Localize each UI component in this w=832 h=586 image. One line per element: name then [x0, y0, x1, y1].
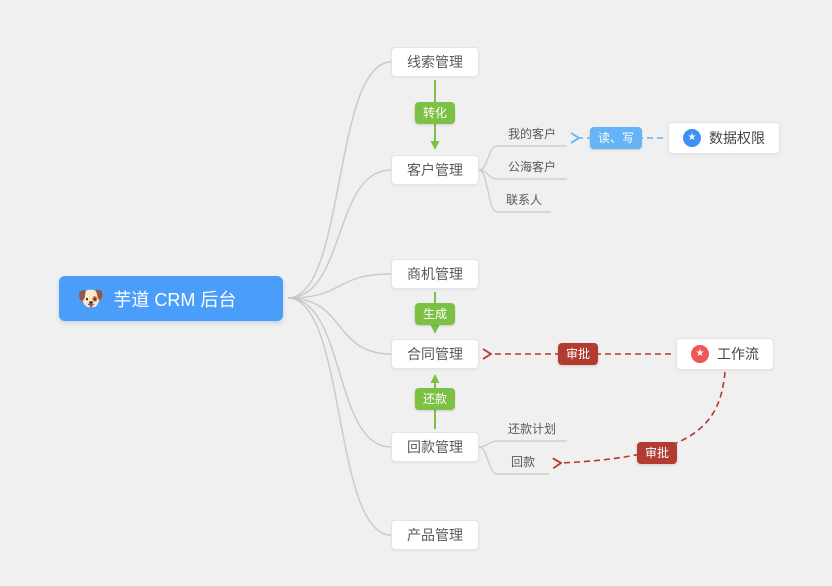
node-workflow[interactable]: ★ 工作流 — [676, 338, 774, 370]
edge-label-approve-receivable: 审批 — [636, 442, 678, 464]
leaf-repayment-plan[interactable]: 还款计划 — [507, 422, 556, 436]
dog-logo-icon: 🐶 — [77, 285, 105, 311]
node-contract[interactable]: 合同管理 — [391, 339, 479, 369]
edge-label-convert: 转化 — [414, 102, 456, 124]
customer-children-lines — [478, 145, 567, 213]
edge-label-approve-contract: 审批 — [557, 343, 599, 365]
receivable-children-lines — [478, 440, 567, 475]
root-node-crm-backend[interactable]: 🐶 芋道 CRM 后台 — [59, 276, 283, 321]
edge-label-generate: 生成 — [414, 303, 456, 325]
star-icon: ★ — [691, 345, 709, 363]
data-permission-label: 数据权限 — [709, 130, 765, 146]
node-customer[interactable]: 客户管理 — [391, 155, 479, 185]
star-icon: ★ — [683, 129, 701, 147]
node-leads[interactable]: 线索管理 — [391, 47, 479, 77]
workflow-label: 工作流 — [717, 346, 759, 362]
edge-label-repay: 还款 — [414, 388, 456, 410]
node-data-permission[interactable]: ★ 数据权限 — [668, 122, 780, 154]
leaf-public-customers[interactable]: 公海客户 — [507, 160, 556, 174]
node-product[interactable]: 产品管理 — [391, 520, 479, 550]
leaf-payment[interactable]: 回款 — [510, 455, 535, 469]
node-receivable[interactable]: 回款管理 — [391, 432, 479, 462]
approve-receivable-arrow — [560, 371, 726, 463]
leaf-contacts[interactable]: 联系人 — [505, 193, 542, 207]
node-opportunity[interactable]: 商机管理 — [391, 259, 479, 289]
leaf-my-customers[interactable]: 我的客户 — [507, 127, 556, 141]
root-node-label: 芋道 CRM 后台 — [113, 289, 237, 310]
edge-label-read-write: 读、写 — [589, 127, 643, 149]
root-branch-lines — [287, 61, 392, 536]
